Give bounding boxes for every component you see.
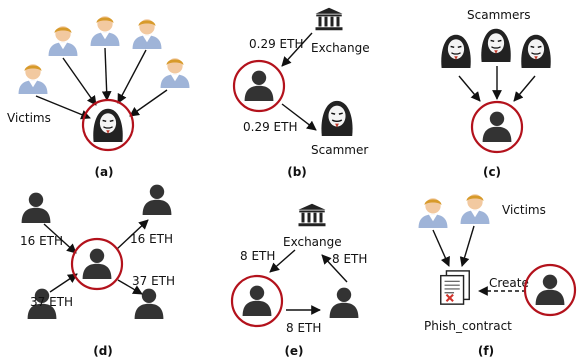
flow-arrow <box>129 89 168 117</box>
flow-arrow <box>459 225 475 267</box>
highlight-circle <box>70 237 124 291</box>
flow-arrow <box>321 254 348 283</box>
victims-label: Victims <box>502 203 546 217</box>
caption-e: (e) <box>284 344 303 358</box>
amount-label: 8 ETH <box>286 321 321 335</box>
scammer-label: Scammer <box>311 143 368 157</box>
panel-a: Victims (a) <box>7 16 190 179</box>
highlight-circle <box>81 98 135 152</box>
highlight-circle <box>230 274 284 328</box>
caption-b: (b) <box>287 165 307 179</box>
user-icon <box>242 285 272 316</box>
flow-arrow <box>513 75 536 102</box>
contract-label: Phish_contract <box>424 319 512 333</box>
create-label: Create <box>489 276 529 290</box>
flow-arrow <box>49 273 78 293</box>
highlight-circle <box>523 263 577 317</box>
flow-arrow <box>116 219 149 250</box>
panel-f: Victims Phish_contract Create (f) <box>418 194 577 358</box>
user-icon <box>21 192 51 223</box>
flow-arrow <box>269 249 296 273</box>
scammer-icon <box>480 27 512 62</box>
flow-arrow <box>43 223 77 254</box>
amount-out-label: 0.29 ETH <box>243 120 297 134</box>
panel-c: Scammers (c) <box>440 8 552 179</box>
amount-label: 16 ETH <box>20 234 63 248</box>
highlight-circle <box>470 100 524 154</box>
victim-icon <box>132 19 162 49</box>
victim-icon <box>418 198 448 228</box>
scammer-icon <box>520 33 552 68</box>
flow-arrow <box>101 47 112 101</box>
amount-label: 37 ETH <box>132 274 175 288</box>
user-icon <box>482 111 512 142</box>
victim-icon <box>48 26 78 56</box>
flow-arrow <box>117 279 143 295</box>
flow-arrow <box>281 32 313 67</box>
panel-d: 16 ETH 16 ETH 37 ETH 37 ETH (d) <box>20 184 175 358</box>
caption-f: (f) <box>478 344 494 358</box>
amount-label: 8 ETH <box>240 249 275 263</box>
amount-label: 37 ETH <box>30 295 73 309</box>
flow-arrow <box>62 57 97 106</box>
victims-label: Victims <box>7 111 51 125</box>
caption-d: (d) <box>93 344 113 358</box>
bank-icon <box>315 7 343 31</box>
user-icon <box>134 288 164 319</box>
scammer-icon <box>440 33 472 68</box>
contract-document-icon <box>439 269 471 306</box>
user-icon <box>329 287 359 318</box>
scammer-icon <box>320 100 354 136</box>
flow-arrow <box>117 49 147 104</box>
flow-arrow <box>35 95 91 120</box>
user-icon <box>82 248 112 279</box>
exchange-label: Exchange <box>311 41 370 55</box>
victim-icon <box>18 64 48 94</box>
victim-icon <box>460 194 490 224</box>
user-icon <box>535 274 565 305</box>
panel-b: Exchange 0.29 ETH 0.29 ETH Scammer (b) <box>232 7 370 179</box>
flow-arrow <box>281 103 317 131</box>
victim-icon <box>160 58 190 88</box>
user-icon <box>244 70 274 101</box>
amount-label: 16 ETH <box>130 232 173 246</box>
highlight-circle <box>232 59 286 113</box>
caption-c: (c) <box>483 165 501 179</box>
panel-e: Exchange 8 ETH 8 ETH 8 ETH (e) <box>230 203 367 358</box>
bank-icon <box>298 203 326 227</box>
flow-arrow <box>458 75 481 102</box>
amount-label: 8 ETH <box>332 252 367 266</box>
victim-icon <box>90 16 120 46</box>
user-icon <box>142 184 172 215</box>
amount-in-label: 0.29 ETH <box>249 37 303 51</box>
scammers-label: Scammers <box>467 8 531 22</box>
scammer-icon <box>92 107 124 142</box>
caption-a: (a) <box>94 165 113 179</box>
exchange-label: Exchange <box>283 235 342 249</box>
flow-arrow <box>432 229 450 267</box>
